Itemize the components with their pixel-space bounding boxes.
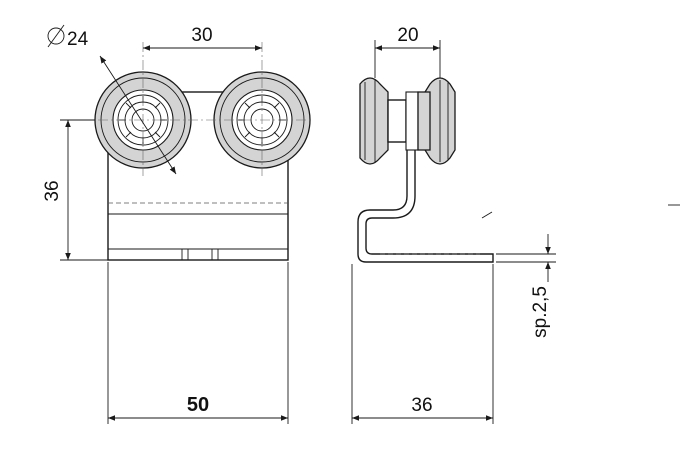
thickness-label: sp.2,5: [530, 286, 551, 338]
wheel-width-label: 20: [397, 25, 418, 46]
side-tick-mark-1: [481, 211, 493, 219]
depth-label: 36: [411, 395, 432, 416]
side-l-bracket: [357, 150, 494, 263]
wheel-spacing-label: 30: [191, 25, 212, 46]
diameter-leader-line: [99, 55, 177, 175]
diameter-symbol-icon: [47, 24, 65, 48]
side-view: 20 36 sp.2,5: [351, 25, 680, 424]
height-label: 36: [42, 180, 63, 201]
side-wheel-right: [417, 77, 456, 165]
width-label: 50: [187, 394, 209, 416]
side-axle-inner: [405, 91, 419, 151]
side-axle-hub: [387, 99, 407, 143]
side-wheel-left: [359, 77, 389, 165]
diameter-label: 24: [67, 29, 89, 50]
front-view: 24 30 36 50: [42, 24, 312, 424]
